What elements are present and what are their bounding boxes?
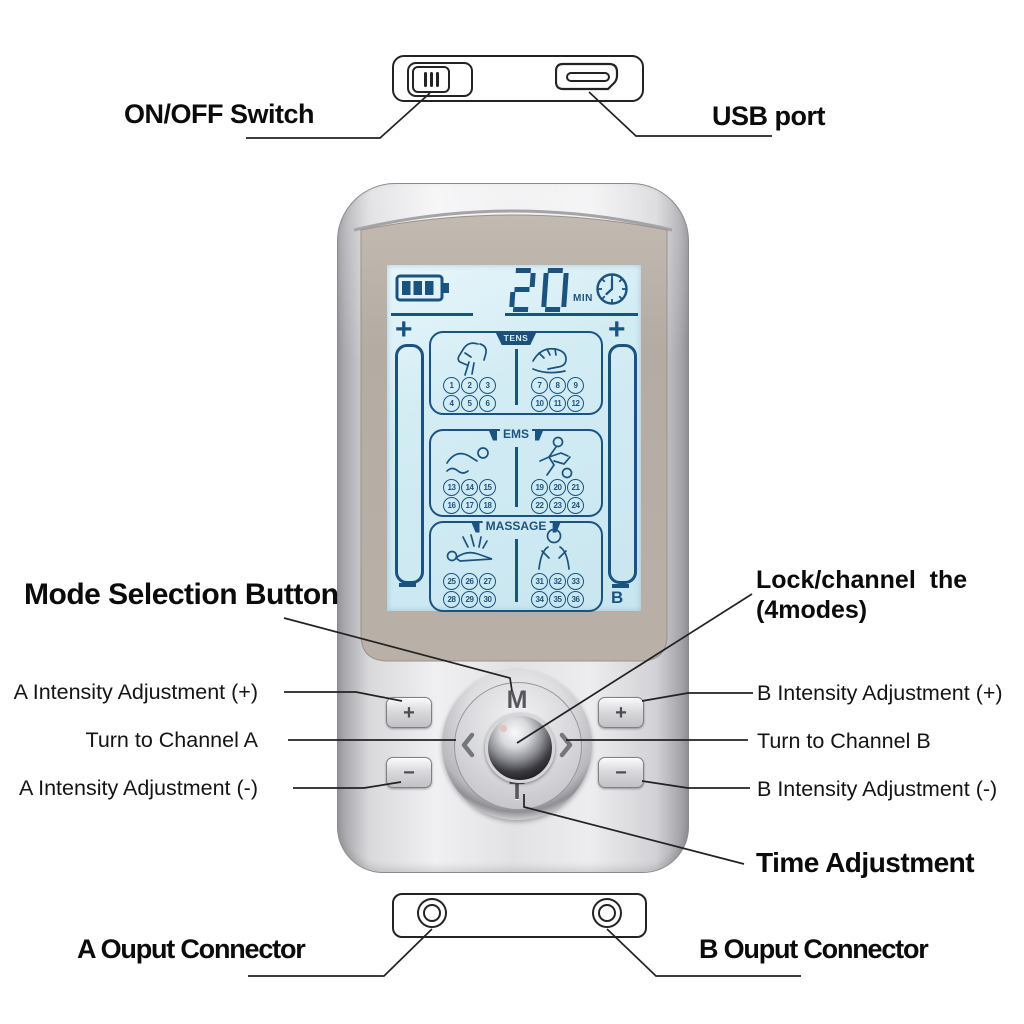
device-body: MIN + + B	[337, 183, 689, 873]
b-minus-label: B Intensity Adjustment (-)	[757, 777, 998, 801]
turn-a-label: Turn to Channel A	[85, 728, 258, 752]
clock-icon	[596, 273, 628, 305]
massage-table-icon	[446, 534, 493, 562]
channel-b-minus-mark	[612, 584, 629, 588]
screen-rule-left	[391, 313, 473, 316]
reflection-dot	[500, 725, 507, 732]
battery-icon	[395, 274, 449, 302]
time-label: Time Adjustment	[756, 847, 975, 878]
lcd-screen: MIN + + B	[387, 265, 641, 612]
b-intensity-plus-button[interactable]: +	[598, 697, 644, 728]
timer-unit-label: MIN	[573, 293, 593, 304]
onoff-switch[interactable]	[407, 62, 473, 97]
channel-a-plus-mark: +	[395, 313, 413, 346]
mode-label: Mode Selection Button	[24, 578, 339, 611]
usb-port[interactable]	[555, 62, 621, 92]
ems-banner: EMS	[486, 428, 546, 441]
runner-icon	[539, 436, 573, 479]
body-top-seam	[353, 209, 673, 232]
channel-a-arrow-button[interactable]	[460, 732, 476, 758]
lock-channel-button[interactable]	[485, 713, 555, 783]
screen-rule-right	[505, 313, 638, 316]
lock-label: Lock/channel the(4modes)	[756, 566, 968, 624]
kneading-hand-icon	[532, 347, 567, 374]
out-b-label: B Ouput Connector	[699, 934, 929, 964]
time-adjustment-button[interactable]: T	[509, 777, 525, 805]
a-intensity-minus-button[interactable]: −	[386, 757, 432, 788]
mode-selection-button[interactable]: M	[506, 686, 528, 714]
b-intensity-minus-button[interactable]: −	[598, 757, 644, 788]
usb-label: USB port	[712, 101, 826, 131]
turn-b-label: Turn to Channel B	[757, 729, 931, 753]
channel-b-plus-mark: +	[608, 313, 626, 346]
switch-slider-icon	[412, 66, 450, 93]
onoff-label: ON/OFF Switch	[124, 99, 315, 129]
timer-digits	[509, 268, 569, 312]
output-connector-b[interactable]	[591, 897, 623, 929]
swimmer-icon	[446, 447, 489, 474]
channel-b-arrow-button[interactable]	[558, 732, 574, 758]
channel-a-minus-mark	[399, 583, 416, 587]
channel-b-intensity-bar	[608, 344, 637, 584]
a-minus-label: A Intensity Adjustment (-)	[19, 776, 258, 800]
ems-section: EMS	[429, 428, 603, 517]
channel-a-intensity-bar	[395, 344, 424, 584]
tens-hand-icon	[457, 342, 487, 376]
massage-banner: MASSAGE	[469, 520, 564, 533]
tens-banner: TENS	[495, 331, 537, 345]
massage-section: MASSAGE	[429, 520, 603, 612]
a-intensity-plus-button[interactable]: +	[386, 697, 432, 728]
dpad: M T	[442, 670, 592, 820]
output-connector-a[interactable]	[416, 897, 448, 929]
channel-indicator: B	[611, 588, 624, 607]
b-plus-label: B Intensity Adjustment (+)	[757, 681, 1003, 705]
neck-massage-icon	[538, 528, 570, 570]
out-a-label: A Ouput Connector	[77, 934, 306, 964]
a-plus-label: A Intensity Adjustment (+)	[13, 680, 258, 704]
